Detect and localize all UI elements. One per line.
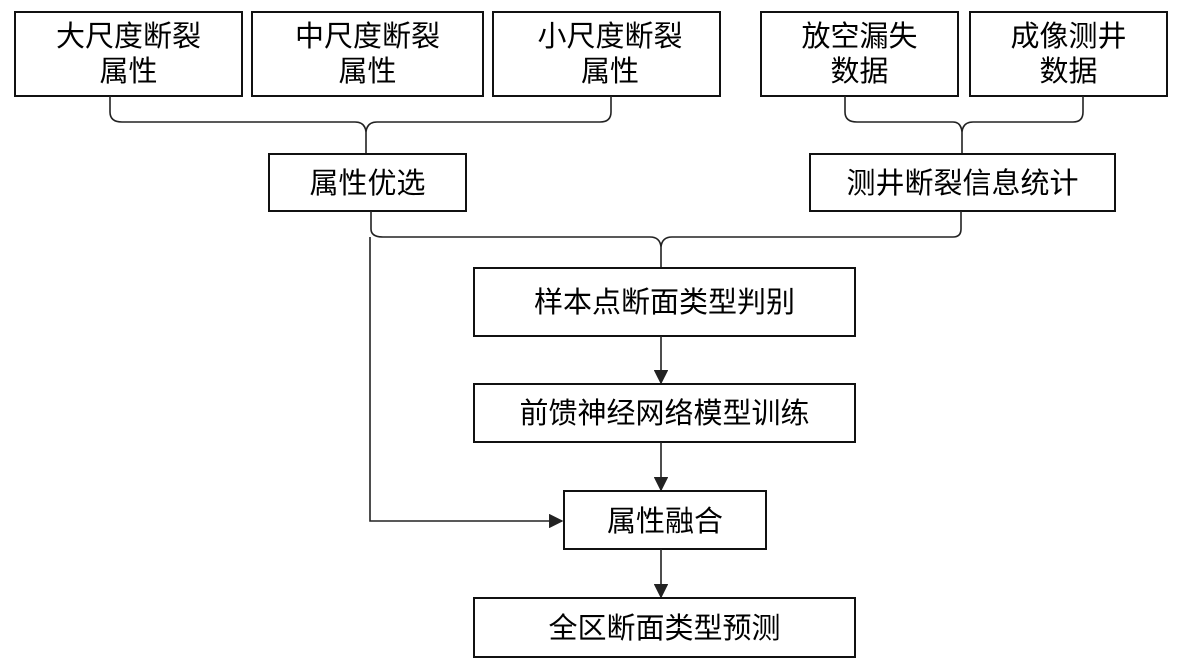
node-attribute-fusion-label: 属性融合 — [607, 504, 723, 538]
node-drilling-loss: 放空漏失 数据 — [760, 11, 959, 97]
bypass-attribute-to-fusion — [369, 237, 564, 529]
node-large-scale-fault: 大尺度断裂 属性 — [14, 11, 243, 97]
node-sample-classification-label: 样本点断面类型判别 — [534, 285, 795, 319]
node-well-fault-statistics-label: 测井断裂信息统计 — [846, 166, 1078, 200]
node-large-scale-fault-line1: 大尺度断裂 — [56, 19, 201, 53]
brace-well-data — [844, 96, 1084, 154]
node-small-scale-fault-line1: 小尺度断裂 — [537, 19, 682, 53]
node-well-fault-statistics: 测井断裂信息统计 — [809, 153, 1116, 212]
node-nn-training-label: 前馈神经网络模型训练 — [519, 396, 809, 430]
node-medium-scale-fault: 中尺度断裂 属性 — [251, 11, 484, 97]
node-small-scale-fault: 小尺度断裂 属性 — [492, 11, 721, 97]
node-medium-scale-fault-line2: 属性 — [338, 54, 396, 88]
node-imaging-logging: 成像测井 数据 — [969, 11, 1168, 97]
node-medium-scale-fault-line1: 中尺度断裂 — [295, 19, 440, 53]
node-attribute-fusion: 属性融合 — [563, 490, 767, 550]
node-drilling-loss-line1: 放空漏失 — [801, 19, 917, 53]
node-attribute-selection: 属性优选 — [268, 153, 467, 212]
node-full-area-prediction-label: 全区断面类型预测 — [548, 611, 780, 645]
node-attribute-selection-label: 属性优选 — [309, 166, 425, 200]
brace-merge-sample — [370, 211, 962, 268]
node-sample-classification: 样本点断面类型判别 — [473, 267, 856, 337]
node-small-scale-fault-line2: 属性 — [581, 54, 639, 88]
node-imaging-logging-line1: 成像测井 — [1010, 19, 1126, 53]
brace-fault-attributes — [109, 96, 612, 154]
node-full-area-prediction: 全区断面类型预测 — [473, 597, 856, 658]
node-large-scale-fault-line2: 属性 — [99, 54, 157, 88]
node-imaging-logging-line2: 数据 — [1039, 54, 1097, 88]
node-drilling-loss-line2: 数据 — [830, 54, 888, 88]
node-nn-training: 前馈神经网络模型训练 — [473, 383, 856, 443]
